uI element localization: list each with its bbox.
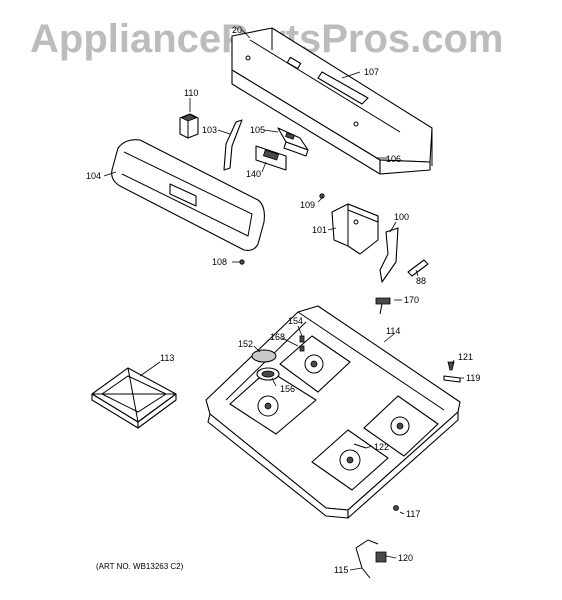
pin-part-88[interactable] [407,259,429,277]
screw-part-109[interactable] [319,193,325,199]
callout-107: 107 [364,67,379,77]
switch-part-110[interactable] [179,113,199,139]
callout-114: 114 [386,326,400,336]
callout-109: 109 [300,200,315,210]
callout-168: 168 [270,332,285,342]
callout-117: 117 [406,509,420,519]
callout-140: 140 [246,169,261,179]
timer-part-105[interactable] [277,127,309,157]
callout-113: 113 [160,353,174,363]
control-panel-104[interactable] [111,139,265,251]
clip-part-122[interactable] [353,443,367,449]
screw-part-117[interactable] [393,505,399,511]
bracket-part-119[interactable] [443,375,461,383]
art-number: (ART NO. WB13263 C2) [96,562,184,571]
burner-head-156[interactable] [256,367,280,381]
callout-labels: 20 107 110 103 105 104 140 106 109 100 1… [86,25,480,575]
callout-115: 115 [334,565,348,575]
callout-120: 120 [398,553,413,563]
grate-part-113[interactable] [91,367,177,429]
callout-110: 110 [184,88,198,98]
clip-part-120[interactable] [375,551,387,563]
callout-108: 108 [212,257,227,267]
leader-lines [103,29,464,571]
callout-88: 88 [416,276,426,286]
overlay-part-140[interactable] [255,145,287,171]
callout-100: 100 [394,212,409,222]
bracket-part-103[interactable] [223,119,243,171]
spring-part-168[interactable] [299,345,305,352]
bracket-part-100[interactable] [379,227,399,283]
callout-103: 103 [202,125,217,135]
callout-121: 121 [458,352,473,362]
burner-cap-152[interactable] [251,349,277,363]
callout-105: 105 [250,125,265,135]
callout-156: 156 [280,384,295,394]
callout-106: 106 [386,154,401,164]
callout-101: 101 [312,225,327,235]
tube-part-115[interactable] [355,539,379,579]
screw-part-121[interactable] [447,361,455,371]
cooktop-114[interactable] [205,305,461,519]
callout-152: 152 [238,339,253,349]
screw-part-170[interactable] [375,297,391,315]
callout-154: 154 [288,316,303,326]
orifice-part-154[interactable] [299,335,305,343]
callout-170: 170 [404,295,419,305]
callout-104: 104 [86,171,101,181]
callout-122: 122 [374,442,389,452]
screw-part-108[interactable] [239,259,245,265]
callout-119: 119 [466,373,480,383]
backsplash-panel[interactable] [231,27,433,175]
bracket-part-101[interactable] [331,203,379,255]
callout-20: 20 [232,25,242,35]
